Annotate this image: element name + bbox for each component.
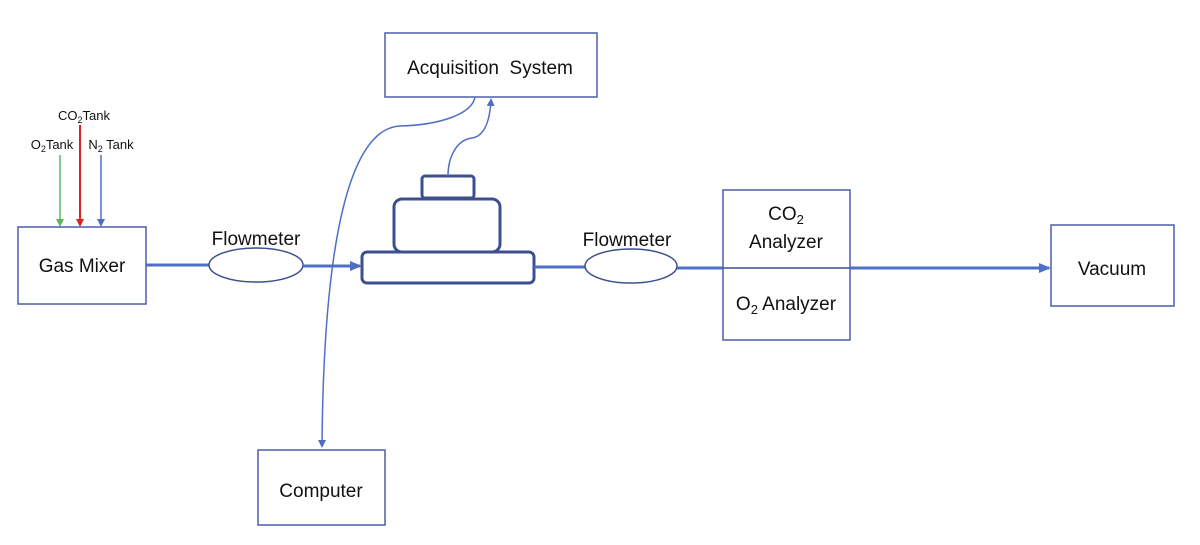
flowmeter-1 [208, 247, 304, 283]
o2-tank-label: O2Tank [31, 137, 74, 154]
gas-mixer-box [17, 226, 147, 305]
acquisition-system-box [384, 32, 598, 98]
chamber-body [392, 197, 502, 254]
acquisition-system-label: Acquisition System [407, 58, 573, 79]
analyzer-box [722, 189, 851, 341]
vacuum-label: Vacuum [1078, 259, 1146, 280]
flowmeter-2 [584, 248, 678, 284]
gas-mixer-label: Gas Mixer [39, 256, 126, 277]
flowmeter-1-label: Flowmeter [212, 229, 301, 250]
vacuum-box [1050, 224, 1175, 307]
chamber-base [360, 250, 536, 285]
chamber-sensor [420, 174, 476, 200]
co2-analyzer-label: CO2 [768, 204, 804, 227]
flowmeter-2-label: Flowmeter [583, 230, 672, 251]
sensor-signal-wire [447, 98, 495, 177]
co2-analyzer-label-line2: Analyzer [749, 232, 824, 253]
computer-box [257, 449, 386, 526]
n2-tank-label: N2 Tank [88, 137, 134, 154]
acquisition-to-computer-wire [318, 96, 476, 448]
o2-analyzer-label: O2 Analyzer [736, 294, 837, 317]
co2-tank-label: CO2Tank [58, 108, 110, 125]
computer-label: Computer [279, 481, 363, 502]
